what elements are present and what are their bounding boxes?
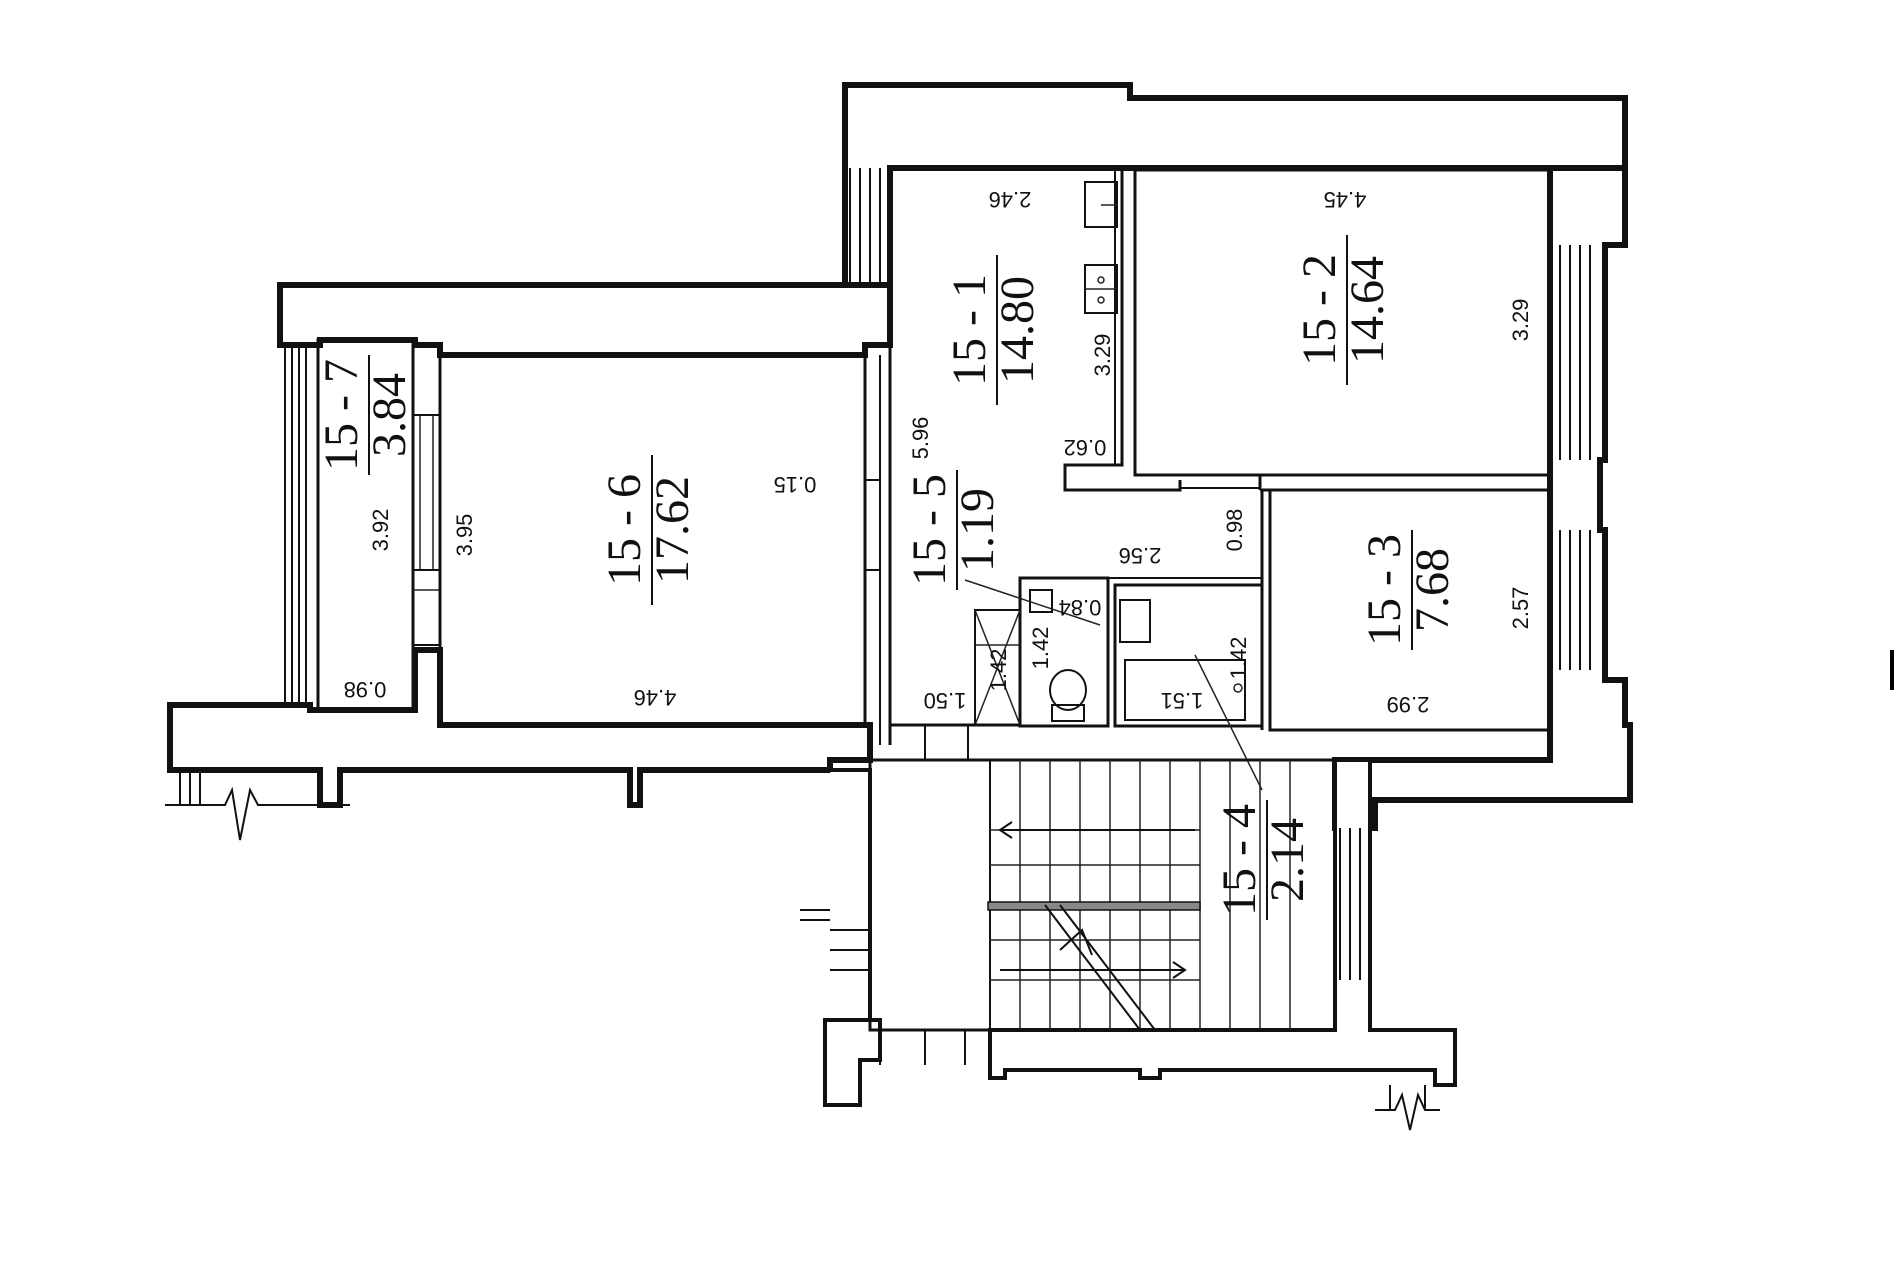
room-15-3-id: 15 - 3 xyxy=(1358,534,1411,646)
label-15-5: 15 - 5 1.19 xyxy=(903,470,1004,590)
dim-r3-height: 2.57 xyxy=(1508,587,1533,630)
room-15-3-outline xyxy=(1268,488,1552,732)
dim-r6-width: 4.46 xyxy=(634,685,677,710)
wall-top xyxy=(842,82,1628,293)
room-15-6-area: 17.62 xyxy=(646,476,699,584)
label-15-4: 15 - 4 2.14 xyxy=(1213,800,1314,920)
bath-drain-icon xyxy=(1233,683,1243,693)
room-15-2-area: 14.64 xyxy=(1341,256,1394,364)
toilet-icon xyxy=(1049,669,1087,711)
room-15-6-outline xyxy=(438,353,867,727)
bath-outline xyxy=(1113,583,1264,728)
ref-line-b xyxy=(1194,654,1263,791)
room-15-4-id: 15 - 4 xyxy=(1213,804,1266,916)
dim-r2-height: 3.29 xyxy=(1508,299,1533,342)
dim-bath-height: 1.42 xyxy=(1226,637,1251,680)
stair-handrail xyxy=(987,901,1201,911)
dim-r3-gap: 0.98 xyxy=(1222,509,1247,552)
dim-r3-width: 2.99 xyxy=(1387,692,1430,717)
dim-r7-height: 3.92 xyxy=(368,509,393,552)
dim-wc-width: 0.84 xyxy=(1059,595,1102,620)
ref-line-a xyxy=(964,579,1101,626)
dim-corridor-width: 2.56 xyxy=(1119,543,1162,568)
dim-wc-height: 1.42 xyxy=(1028,627,1053,670)
wall-stair-left xyxy=(823,768,882,1107)
dim-r2-width: 4.45 xyxy=(1324,187,1367,212)
edge-mark xyxy=(1890,650,1894,690)
break-symbol-left-icon xyxy=(165,786,350,841)
bathtub-icon xyxy=(1124,659,1246,721)
dim-r1-height: 3.29 xyxy=(1090,334,1115,377)
dim-r1-width: 2.46 xyxy=(989,187,1032,212)
room-15-2-outline xyxy=(1133,168,1552,477)
stair-flight-diagonal-2 xyxy=(1059,904,1156,1031)
break-symbol-right-icon xyxy=(1375,1091,1440,1131)
room-15-4-area: 2.14 xyxy=(1261,818,1314,902)
room-15-2-id: 15 - 2 xyxy=(1293,254,1346,366)
wall-lower-left xyxy=(167,647,873,808)
room-15-3-area: 7.68 xyxy=(1406,548,1459,632)
room-15-1-id: 15 - 1 xyxy=(943,274,996,386)
dim-bath-width: 1.51 xyxy=(1161,688,1204,713)
label-15-2: 15 - 2 14.64 xyxy=(1293,235,1394,385)
dim-r7-width: 0.98 xyxy=(344,677,387,702)
stair-arrow-a-icon xyxy=(998,821,1013,839)
dim-corridor-height: 5.96 xyxy=(908,417,933,460)
sink-icon-drain-b xyxy=(1097,296,1105,304)
door-15-7 xyxy=(412,414,441,571)
wc-basin-icon xyxy=(1029,589,1053,613)
room-15-7-area: 3.84 xyxy=(363,373,416,457)
wall-stair-right xyxy=(988,758,1457,1087)
room-15-5-area: 1.19 xyxy=(951,488,1004,572)
dim-r6-door: 0.15 xyxy=(774,472,817,497)
stair-arrow-c-icon xyxy=(1059,928,1093,956)
label-15-1: 15 - 1 14.80 xyxy=(943,255,1044,405)
label-15-6: 15 - 6 17.62 xyxy=(598,455,699,605)
closet-diagonal-b xyxy=(974,609,1021,726)
toilet-tank-icon xyxy=(1051,704,1085,722)
room-15-5-id: 15 - 5 xyxy=(903,474,956,586)
room-15-1-area: 14.80 xyxy=(991,276,1044,384)
sink-icon-drain-a xyxy=(1097,276,1105,284)
dim-r1-niche: 0.62 xyxy=(1064,435,1107,460)
door-15-7-lower xyxy=(412,569,441,646)
stair-arrow-b-icon xyxy=(1172,961,1187,979)
room-15-6-id: 15 - 6 xyxy=(598,474,651,586)
dim-closet-height: 1.42 xyxy=(986,649,1011,692)
room-15-7-id: 15 - 7 xyxy=(315,359,368,471)
bath-basin-icon xyxy=(1119,599,1151,643)
label-15-7: 15 - 7 3.84 xyxy=(315,355,416,475)
dim-r6-height: 3.95 xyxy=(452,514,477,557)
stair-flight-diagonal xyxy=(1044,904,1141,1031)
wall-upper-left xyxy=(277,282,893,358)
dim-closet-width: 1.50 xyxy=(924,688,967,713)
label-15-3: 15 - 3 7.68 xyxy=(1358,530,1459,650)
